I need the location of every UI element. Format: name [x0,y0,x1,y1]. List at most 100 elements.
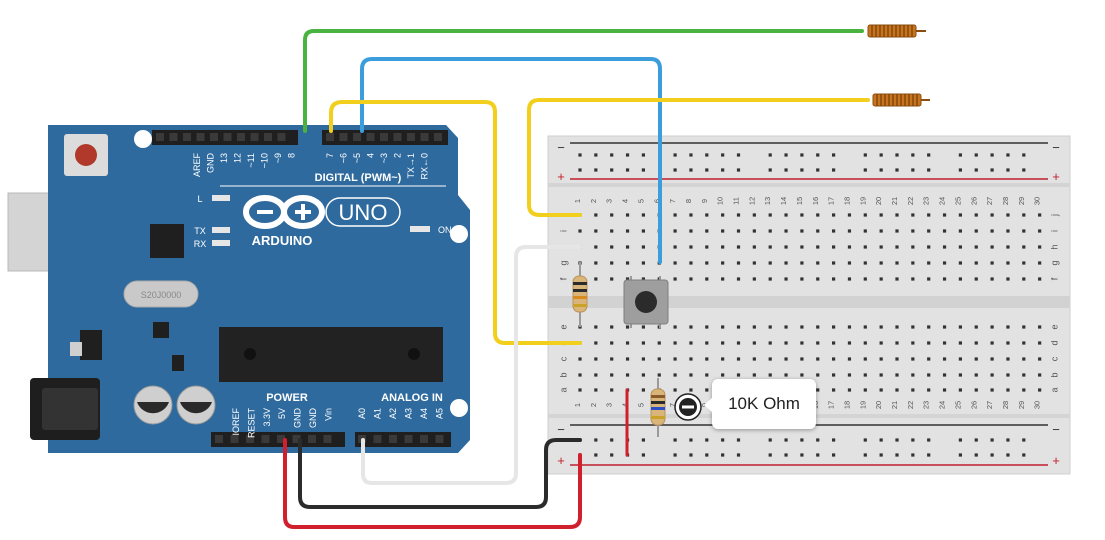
breadboard-hole[interactable] [879,261,883,265]
breadboard-rail-hole[interactable] [736,453,741,457]
breadboard-hole[interactable] [768,325,772,329]
breadboard-rail-hole[interactable] [958,153,962,157]
breadboard-hole[interactable] [911,229,915,233]
breadboard-hole[interactable] [1022,388,1026,392]
breadboard-hole[interactable] [863,373,867,377]
breadboard-rail-hole[interactable] [594,168,598,172]
breadboard-rail-hole[interactable] [673,438,677,442]
antenna-coil-top[interactable] [867,24,926,38]
breadboard-hole[interactable] [1022,229,1026,233]
breadboard-hole[interactable] [927,357,931,361]
breadboard-hole[interactable] [974,229,978,233]
breadboard-hole[interactable] [816,357,820,361]
breadboard-hole[interactable] [927,277,931,281]
header-socket[interactable] [308,435,316,443]
arduino-uno-board[interactable]: S20J0000 L TX RX ON ARDUINO UNO DIGITAL … [7,125,470,453]
breadboard-hole[interactable] [673,388,677,392]
breadboard-hole[interactable] [705,357,709,361]
breadboard-hole[interactable] [958,357,962,361]
breadboard-hole[interactable] [879,325,883,329]
breadboard-hole[interactable] [721,341,725,345]
breadboard-hole[interactable] [927,229,931,233]
breadboard-hole[interactable] [879,373,883,377]
breadboard-hole[interactable] [625,213,630,217]
breadboard-rail-hole[interactable] [578,168,582,172]
header-socket[interactable] [156,133,164,141]
breadboard-rail-hole[interactable] [689,153,693,157]
breadboard-hole[interactable] [816,245,820,249]
breadboard-hole[interactable] [832,229,836,233]
breadboard-hole[interactable] [816,213,820,217]
breadboard-hole[interactable] [784,325,788,329]
breadboard-hole[interactable] [1006,261,1010,265]
breadboard-rail-hole[interactable] [1006,168,1010,172]
breadboard-hole[interactable] [863,325,867,329]
breadboard-hole[interactable] [1006,373,1010,377]
breadboard-hole[interactable] [911,325,915,329]
breadboard-hole[interactable] [942,229,947,233]
breadboard-hole[interactable] [594,357,598,361]
breadboard-rail-hole[interactable] [1006,453,1010,457]
breadboard-hole[interactable] [847,388,852,392]
breadboard-hole[interactable] [1006,245,1010,249]
breadboard-hole[interactable] [942,261,947,265]
breadboard-hole[interactable] [895,245,899,249]
breadboard-hole[interactable] [942,277,947,281]
breadboard-rail-hole[interactable] [641,453,645,457]
breadboard-hole[interactable] [736,261,741,265]
breadboard-rail-hole[interactable] [610,438,614,442]
breadboard-hole[interactable] [594,341,598,345]
breadboard-hole[interactable] [578,373,582,377]
breadboard-hole[interactable] [705,373,709,377]
breadboard-hole[interactable] [610,388,614,392]
breadboard-hole[interactable] [1022,373,1026,377]
header-socket[interactable] [183,133,191,141]
breadboard-hole[interactable] [911,245,915,249]
breadboard-hole[interactable] [625,261,630,265]
breadboard-hole[interactable] [958,341,962,345]
breadboard-hole[interactable] [689,261,693,265]
wire-red-5v-rail[interactable] [283,438,582,529]
antenna-coil-bottom[interactable] [872,93,930,107]
header-socket[interactable] [277,133,286,141]
breadboard-hole[interactable] [895,325,899,329]
header-socket[interactable] [353,133,361,141]
breadboard-hole[interactable] [847,245,852,249]
breadboard-hole[interactable] [847,277,852,281]
breadboard-hole[interactable] [990,357,994,361]
breadboard-hole[interactable] [768,357,772,361]
breadboard-hole[interactable] [578,229,582,233]
header-socket[interactable] [261,435,270,443]
breadboard-hole[interactable] [594,213,598,217]
breadboard-hole[interactable] [1038,213,1042,217]
breadboard-rail-hole[interactable] [578,153,582,157]
breadboard-rail-hole[interactable] [736,153,741,157]
header-socket[interactable] [380,133,388,141]
breadboard-hole[interactable] [625,277,630,281]
wire-green-pin8-antenna[interactable] [303,29,864,133]
breadboard-hole[interactable] [990,325,994,329]
breadboard-hole[interactable] [847,213,852,217]
breadboard-rail-hole[interactable] [911,153,915,157]
breadboard-hole[interactable] [768,213,772,217]
breadboard-rail-hole[interactable] [974,453,978,457]
breadboard-rail-hole[interactable] [879,453,883,457]
header-socket[interactable] [420,133,429,141]
breadboard-hole[interactable] [895,373,899,377]
breadboard-rail-hole[interactable] [958,453,962,457]
breadboard-hole[interactable] [879,277,883,281]
breadboard-hole[interactable] [1038,245,1042,249]
breadboard-hole[interactable] [879,341,883,345]
breadboard-hole[interactable] [1038,388,1042,392]
breadboard-hole[interactable] [736,325,741,329]
breadboard-rail-hole[interactable] [895,453,899,457]
breadboard-hole[interactable] [816,341,820,345]
breadboard-hole[interactable] [657,357,661,361]
breadboard-hole[interactable] [1006,229,1010,233]
breadboard-hole[interactable] [863,357,867,361]
breadboard-hole[interactable] [847,229,852,233]
breadboard-rail-hole[interactable] [641,168,645,172]
breadboard-hole[interactable] [657,341,661,345]
breadboard-rail-hole[interactable] [768,153,772,157]
breadboard-hole[interactable] [784,341,788,345]
